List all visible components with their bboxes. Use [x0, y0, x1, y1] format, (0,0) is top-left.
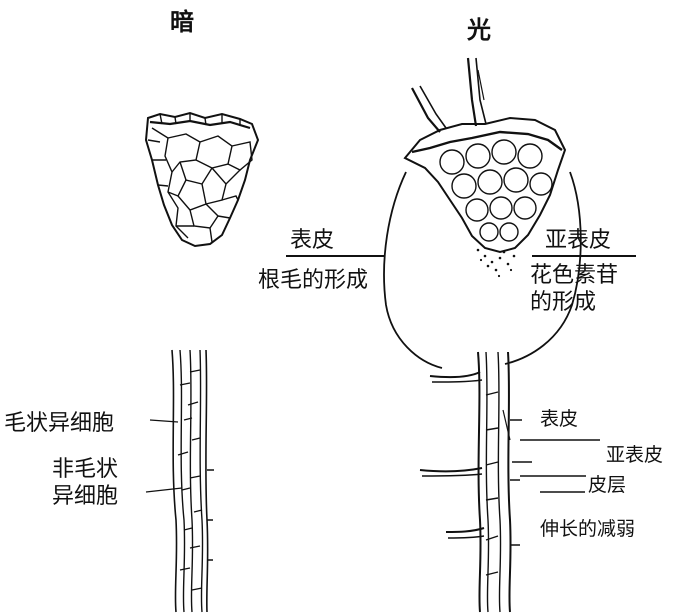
subepidermis-lower-label: 亚表皮: [606, 444, 664, 466]
anthocyanin-line1: 花色素苷: [530, 263, 619, 288]
non-hair-cell-line1: 非毛状: [52, 457, 119, 482]
dark-cross-section: [144, 111, 260, 248]
light-stipple: [476, 248, 516, 278]
epidermis-lower-label: 表皮: [540, 408, 579, 430]
cortex-label: 皮层: [588, 474, 627, 496]
light-longitudinal-section: [419, 351, 600, 613]
anthocyanin-line2: 的形成: [530, 290, 597, 315]
dark-longitudinal-section: [145, 349, 214, 613]
light-title: 光: [467, 16, 491, 44]
non-hair-cell-label: 非毛状 异细胞: [52, 456, 118, 510]
light-cross-section: [403, 57, 567, 254]
root-hair-formation-label: 根毛的形成: [258, 268, 369, 293]
reduced-elongation-label: 伸长的减弱: [540, 518, 636, 540]
dark-title: 暗: [170, 8, 194, 36]
anthocyanin-label: 花色素苷 的形成: [530, 262, 618, 316]
epidermis-label: 表皮: [290, 228, 335, 253]
hair-cell-label: 毛状异细胞: [4, 411, 115, 436]
non-hair-cell-line2: 异细胞: [52, 484, 119, 509]
light-connector-circle: [383, 171, 582, 369]
subepidermis-label: 亚表皮: [545, 228, 612, 253]
